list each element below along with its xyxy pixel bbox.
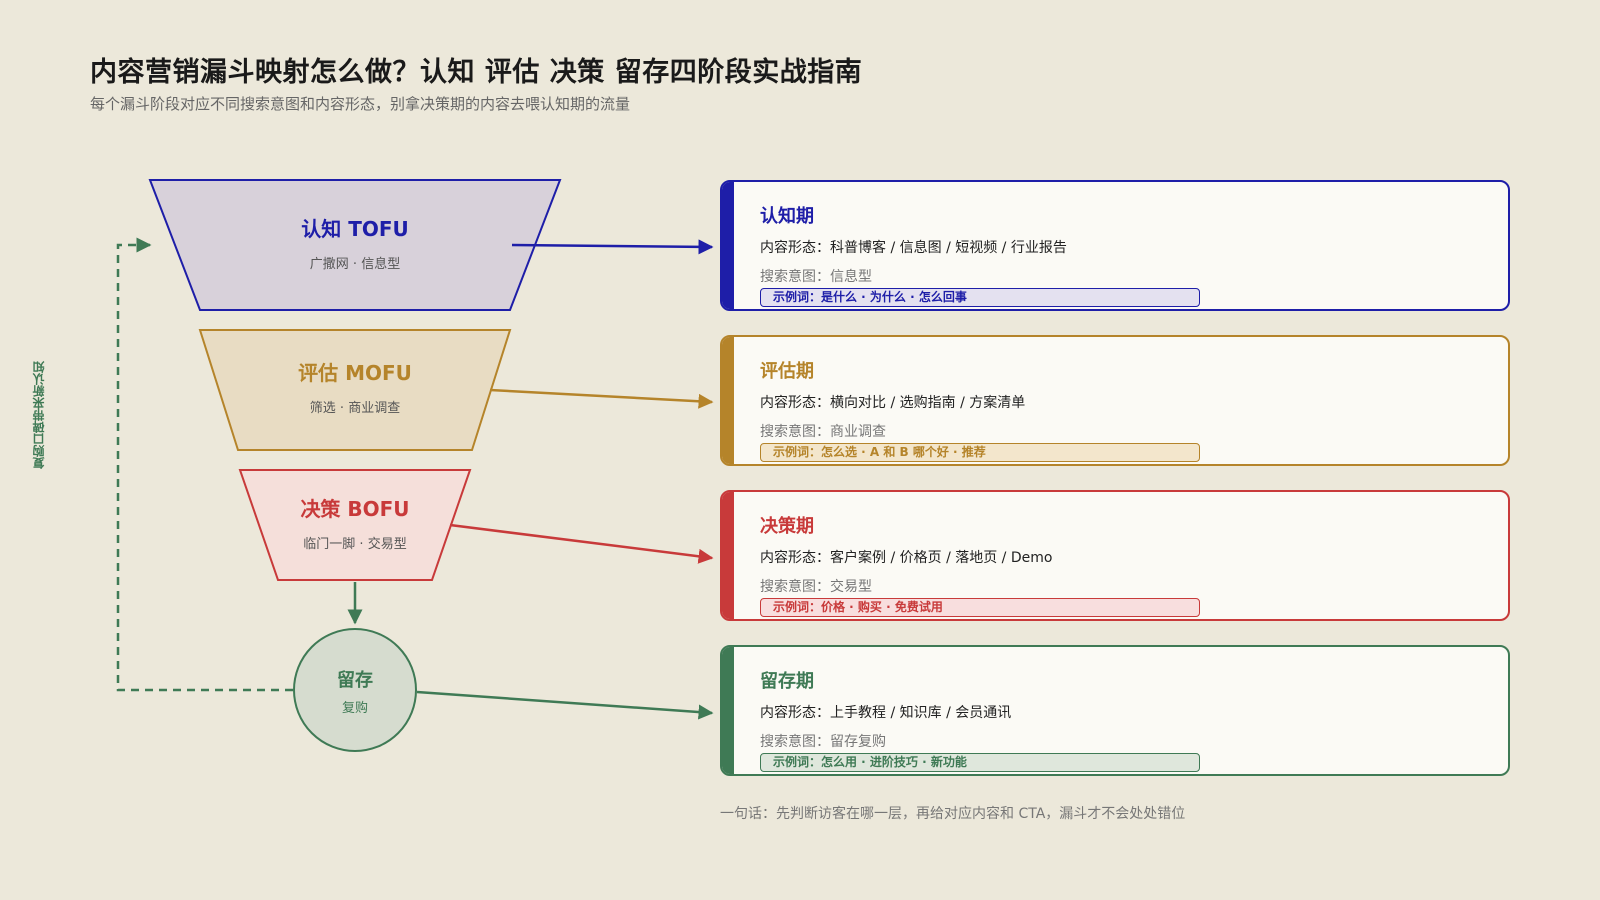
stage-card-accent (722, 492, 734, 619)
funnel-bofu-label: 决策 BOFU (300, 497, 409, 521)
funnel-mofu-sub: 筛选 · 商业调查 (310, 401, 400, 416)
connector-mofu (489, 388, 714, 409)
stage-card-evaluation: 评估期 内容形态：横向对比 / 选购指南 / 方案清单 搜索意图：商业调查 示例… (720, 335, 1510, 466)
stage-card-accent (722, 647, 734, 774)
page-subtitle: 每个漏斗阶段对应不同搜索意图和内容形态，别拿决策期的内容去喂认知期的流量 (90, 95, 631, 113)
stage-search-intent: 搜索意图：商业调查 (760, 424, 886, 440)
funnel-bofu-shape (238, 469, 472, 581)
stage-content-form: 内容形态：科普博客 / 信息图 / 短视频 / 行业报告 (760, 240, 1067, 256)
retention-circle (293, 628, 417, 752)
stage-title: 认知期 (760, 206, 814, 227)
stage-content-form: 内容形态：上手教程 / 知识库 / 会员通讯 (760, 705, 1012, 721)
page-title: 内容营销漏斗映射怎么做？认知 评估 决策 留存四阶段实战指南 (90, 57, 863, 88)
connector-tofu (511, 239, 714, 255)
stage-example-keywords: 示例词：怎么选 · A 和 B 哪个好 · 推荐 (760, 443, 1200, 462)
stage-card-decision: 决策期 内容形态：客户案例 / 价格页 / 落地页 / Demo 搜索意图：交易… (720, 490, 1510, 621)
stage-search-intent: 搜索意图：留存复购 (760, 734, 886, 750)
loop-back-arrow (116, 237, 293, 692)
stage-content-form: 内容形态：客户案例 / 价格页 / 落地页 / Demo (760, 550, 1053, 566)
funnel-tofu-shape (148, 179, 562, 311)
stage-content-form: 内容形态：横向对比 / 选购指南 / 方案清单 (760, 395, 1026, 411)
stage-card-awareness: 认知期 内容形态：科普博客 / 信息图 / 短视频 / 行业报告 搜索意图：信息… (720, 180, 1510, 311)
stage-card-retention: 留存期 内容形态：上手教程 / 知识库 / 会员通讯 搜索意图：留存复购 示例词… (720, 645, 1510, 776)
funnel-mofu-shape (198, 329, 512, 451)
retention-label: 留存 (337, 669, 373, 691)
stage-title: 决策期 (760, 516, 814, 537)
retention-sub: 复购 (342, 700, 368, 716)
connector-retention (416, 690, 714, 720)
funnel-bofu-sub: 临门一脚 · 交易型 (303, 536, 406, 552)
stage-card-accent (722, 182, 734, 309)
stage-card-accent (722, 337, 734, 464)
funnel-tofu-label: 认知 TOFU (301, 217, 409, 241)
loop-label: 复购口碑带来新认知 (32, 361, 46, 469)
stage-title: 留存期 (760, 671, 814, 692)
stage-title: 评估期 (760, 361, 814, 382)
stage-example-keywords: 示例词：价格 · 购买 · 免费试用 (760, 598, 1200, 617)
funnel-tofu-sub: 广撒网 · 信息型 (310, 256, 400, 272)
stage-example-keywords: 示例词：怎么用 · 进阶技巧 · 新功能 (760, 753, 1200, 772)
footer-note: 一句话：先判断访客在哪一层，再给对应内容和 CTA，漏斗才不会处处错位 (720, 806, 1186, 822)
stage-search-intent: 搜索意图：交易型 (760, 579, 872, 595)
funnel-mofu-label: 评估 MOFU (298, 361, 412, 385)
stage-example-keywords: 示例词：是什么 · 为什么 · 怎么回事 (760, 288, 1200, 307)
connector-bofu (449, 523, 714, 564)
stage-search-intent: 搜索意图：信息型 (760, 269, 872, 285)
